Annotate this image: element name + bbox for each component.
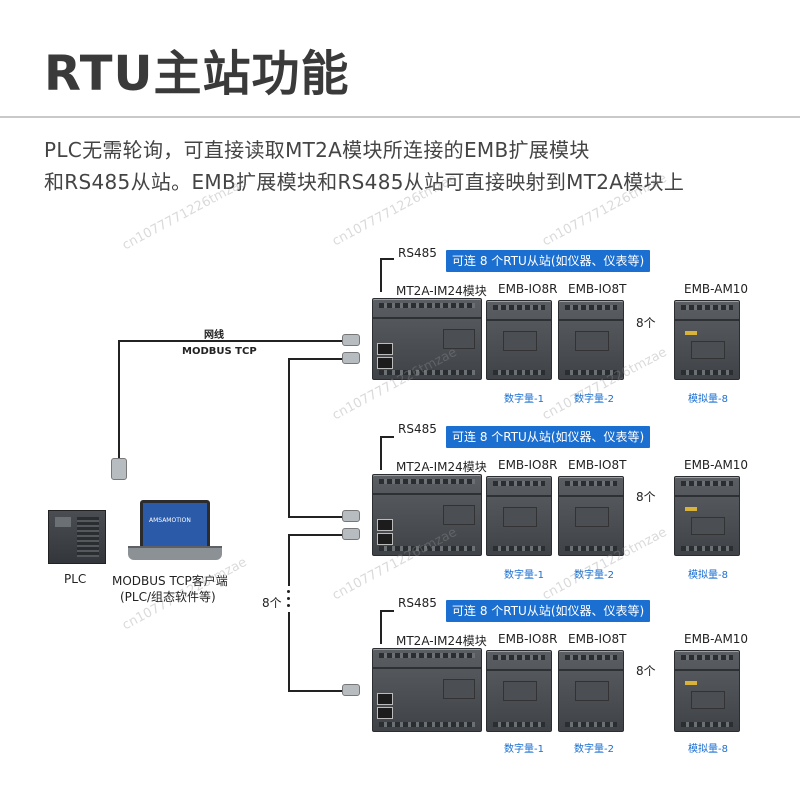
io8r-module — [486, 300, 552, 380]
network-wire-top — [118, 340, 346, 342]
client-label-line2: (PLC/组态软件等) — [120, 590, 216, 604]
sub-label-digital-1: 数字量-1 — [504, 744, 544, 755]
mt2a-module — [372, 648, 482, 732]
mt2a-module — [372, 298, 482, 380]
chain-count-label: 8个 — [262, 596, 282, 610]
description-line-2: 和RS485从站。EMB扩展模块和RS485从站可直接映射到MT2A模块上 — [44, 170, 685, 194]
io8r-module — [486, 650, 552, 732]
network-wire-down — [118, 340, 120, 460]
am10-module — [674, 476, 740, 556]
module-label-io8r: EMB-IO8R — [498, 282, 558, 296]
rs485-label: RS485 — [398, 422, 437, 436]
rj45-plug-row2-b — [342, 528, 360, 540]
rs485-wire-stub — [380, 436, 394, 438]
net-cable-label: 网线 — [204, 330, 224, 341]
title-divider — [0, 116, 800, 118]
io8t-module — [558, 476, 624, 556]
rj45-plug — [111, 458, 127, 480]
sub-label-digital-2: 数字量-2 — [574, 394, 614, 405]
module-label-io8t: EMB-IO8T — [568, 282, 627, 296]
module-label-io8r: EMB-IO8R — [498, 458, 558, 472]
sub-label-digital-2: 数字量-2 — [574, 744, 614, 755]
laptop-screen-text: AMSAMOTION — [149, 517, 191, 524]
chain-wire-3 — [288, 534, 344, 536]
rs485-wire-stub — [380, 258, 394, 260]
module-label-mt2a: MT2A-IM24模块 — [396, 634, 487, 648]
module-label-am10: EMB-AM10 — [684, 632, 749, 646]
rs485-label: RS485 — [398, 596, 437, 610]
chain-wire-vertical-2 — [288, 534, 290, 586]
am10-module — [674, 650, 740, 732]
rj45-plug-row1-a — [342, 334, 360, 346]
module-label-mt2a: MT2A-IM24模块 — [396, 284, 487, 298]
laptop-base — [128, 546, 222, 560]
sub-label-analog-8: 模拟量-8 — [688, 394, 728, 405]
am10-module — [674, 300, 740, 380]
plc-label: PLC — [64, 572, 87, 586]
expansion-count: 8个 — [636, 490, 656, 504]
mt2a-module — [372, 474, 482, 556]
expansion-count: 8个 — [636, 316, 656, 330]
laptop-screen: AMSAMOTION — [140, 500, 210, 550]
rj45-plug-row3 — [342, 684, 360, 696]
plc-device — [48, 510, 106, 564]
chain-wire-4 — [288, 690, 344, 692]
sub-label-digital-1: 数字量-1 — [504, 394, 544, 405]
chain-wire-vertical-3 — [288, 612, 290, 690]
sub-label-digital-1: 数字量-1 — [504, 570, 544, 581]
rs485-wire-stub — [380, 610, 394, 612]
rtu-banner: 可连 8 个RTU从站(如仪器、仪表等) — [446, 250, 651, 272]
expansion-count: 8个 — [636, 664, 656, 678]
rs485-wire — [380, 258, 382, 292]
chain-wire-2 — [288, 516, 344, 518]
module-label-am10: EMB-AM10 — [684, 458, 749, 472]
chain-wire-vertical-1 — [288, 358, 290, 516]
module-label-io8r: EMB-IO8R — [498, 632, 558, 646]
module-label-am10: EMB-AM10 — [684, 282, 749, 296]
sub-label-analog-8: 模拟量-8 — [688, 744, 728, 755]
rtu-banner: 可连 8 个RTU从站(如仪器、仪表等) — [446, 600, 651, 622]
page-title: RTU主站功能 — [44, 46, 350, 102]
description-line-1: PLC无需轮询，可直接读取MT2A模块所连接的EMB扩展模块 — [44, 138, 590, 162]
rj45-plug-row1-b — [342, 352, 360, 364]
modbus-tcp-label: MODBUS TCP — [182, 346, 257, 357]
io8r-module — [486, 476, 552, 556]
module-label-mt2a: MT2A-IM24模块 — [396, 460, 487, 474]
sub-label-analog-8: 模拟量-8 — [688, 570, 728, 581]
chain-wire-1 — [288, 358, 344, 360]
rtu-banner: 可连 8 个RTU从站(如仪器、仪表等) — [446, 426, 651, 448]
sub-label-digital-2: 数字量-2 — [574, 570, 614, 581]
rs485-label: RS485 — [398, 246, 437, 260]
module-label-io8t: EMB-IO8T — [568, 458, 627, 472]
client-label-line1: MODBUS TCP客户端 — [112, 574, 228, 588]
rs485-wire — [380, 610, 382, 644]
rs485-wire — [380, 436, 382, 470]
rj45-plug-row2-a — [342, 510, 360, 522]
module-label-io8t: EMB-IO8T — [568, 632, 627, 646]
io8t-module — [558, 650, 624, 732]
io8t-module — [558, 300, 624, 380]
